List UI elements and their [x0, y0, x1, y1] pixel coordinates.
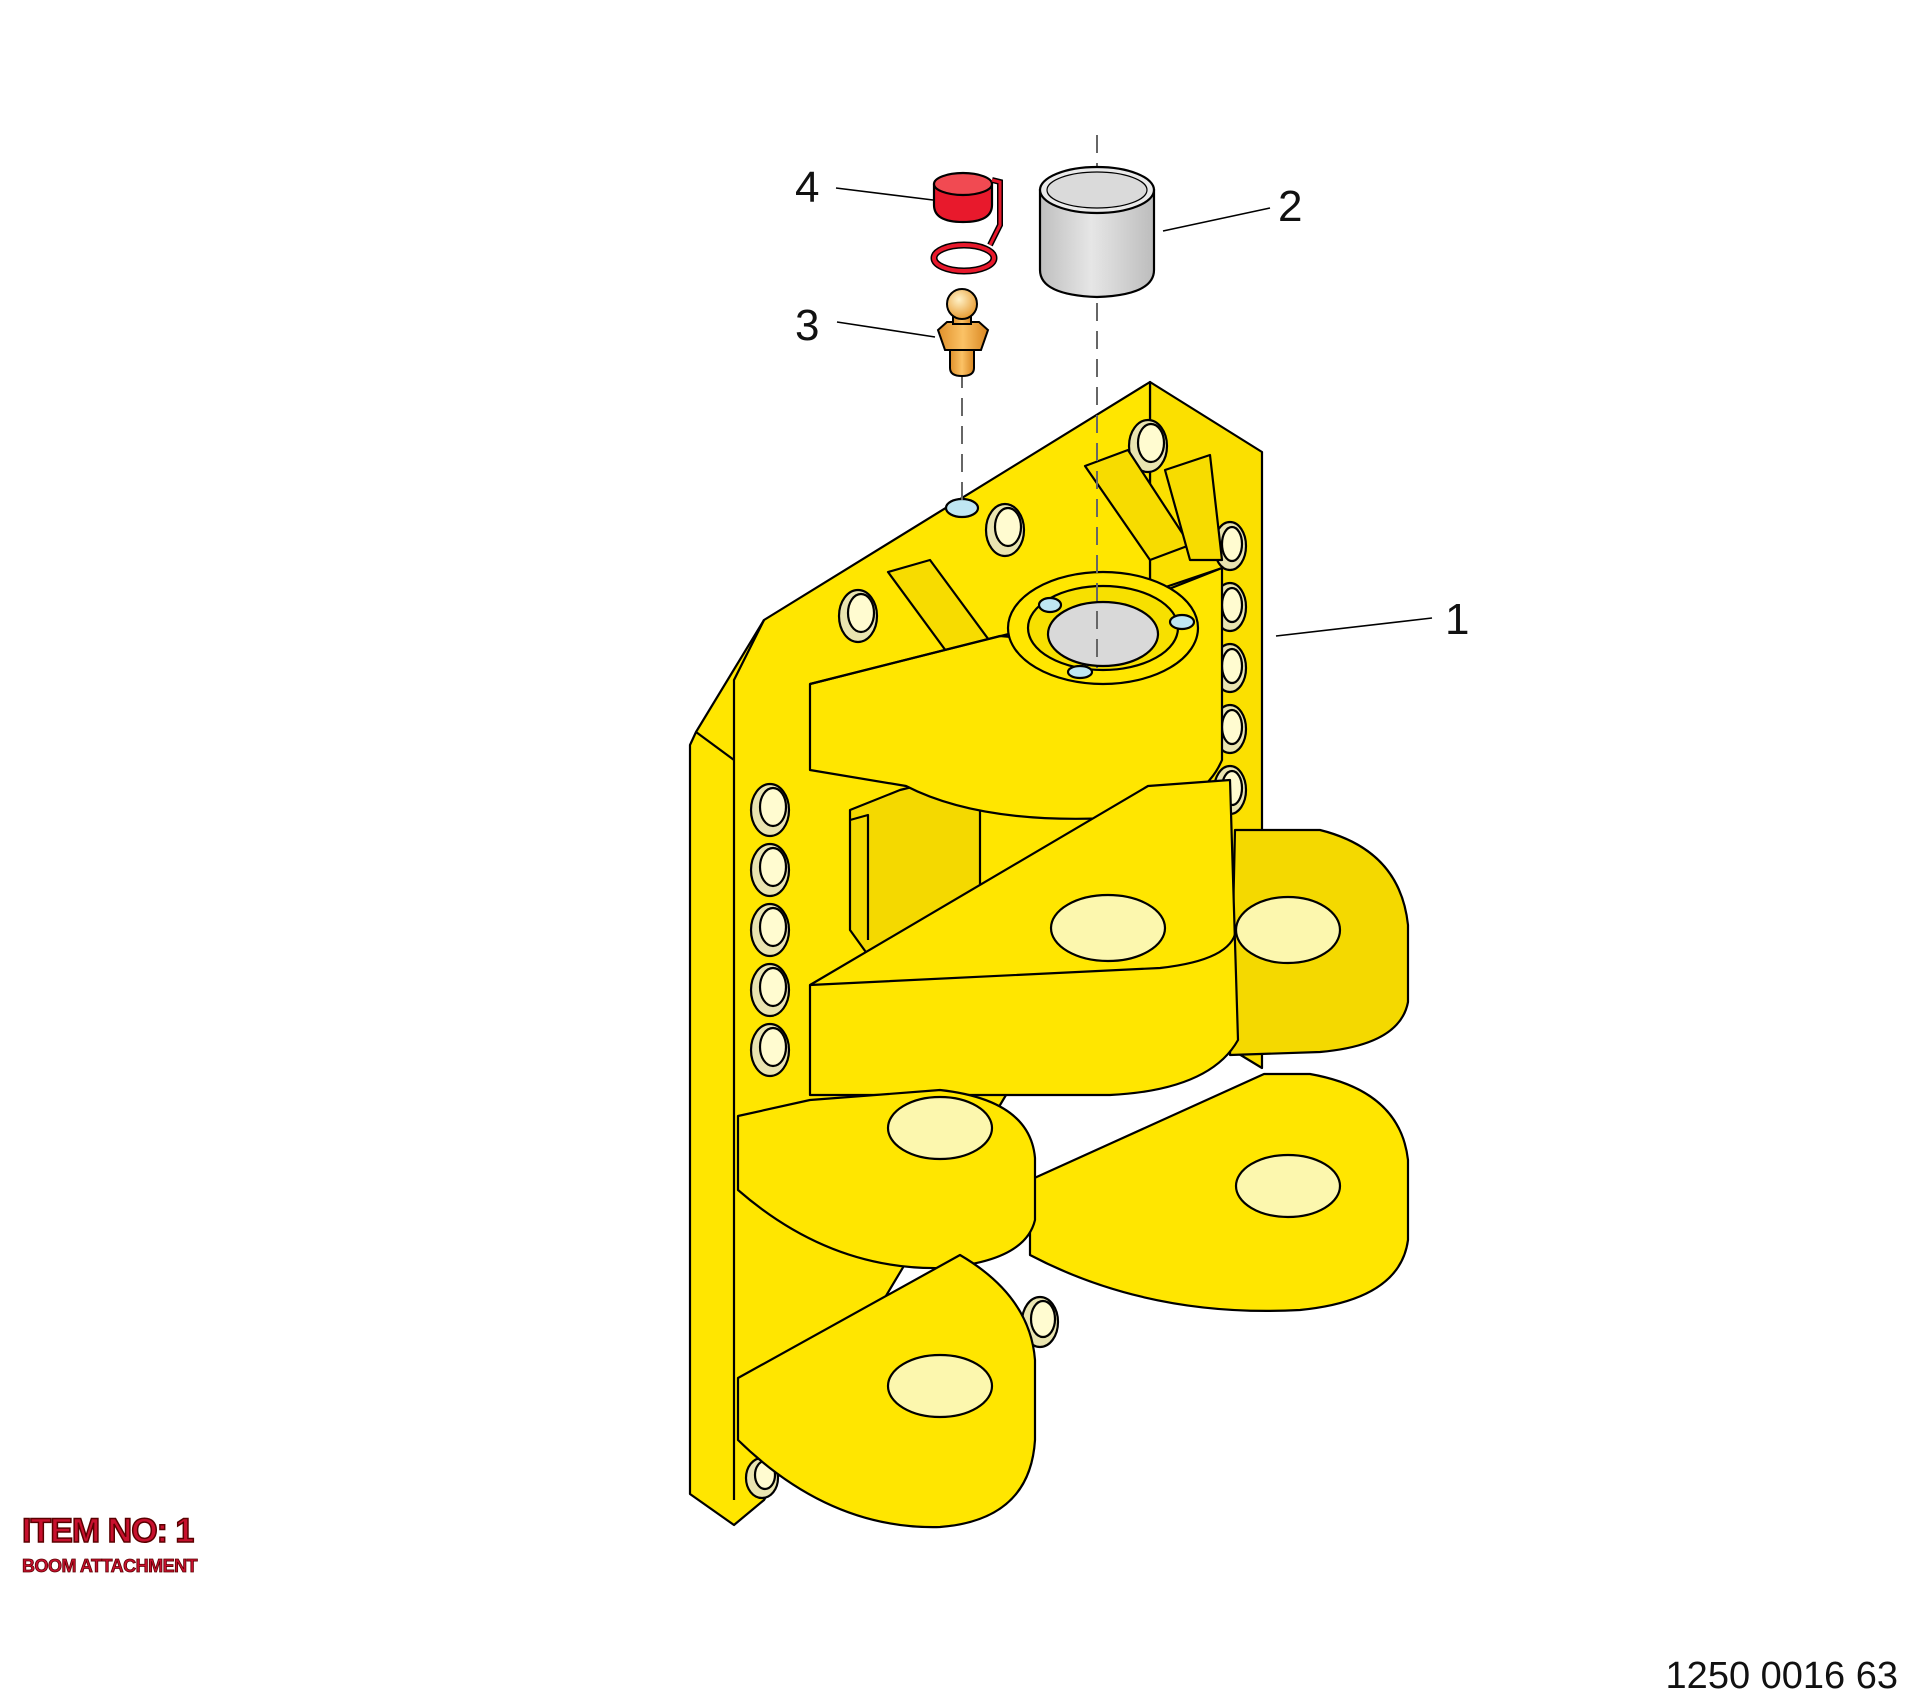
part-2-bushing: [1038, 165, 1156, 299]
grease-port: [944, 497, 980, 519]
part-4-cap: [930, 171, 1003, 275]
bolt-hole-row-left: [749, 782, 791, 1078]
drawing-number: 1250 0016 63: [1665, 1655, 1898, 1697]
bushing-seat: [1046, 600, 1160, 668]
bolt-hole-row-top: [837, 418, 1169, 644]
callout-3: 3: [795, 301, 819, 350]
callout-4: 4: [795, 163, 819, 212]
callout-2: 2: [1278, 182, 1302, 231]
boom-attachment-bracket: [688, 380, 1410, 1529]
item-number-label: ITEM NO: 1: [21, 1511, 195, 1551]
callout-leaders: [835, 187, 1433, 637]
item-description-label: BOOM ATTACHMENT: [22, 1556, 198, 1577]
callout-1: 1: [1445, 595, 1469, 644]
part-3-grease-nipple: [936, 288, 990, 378]
